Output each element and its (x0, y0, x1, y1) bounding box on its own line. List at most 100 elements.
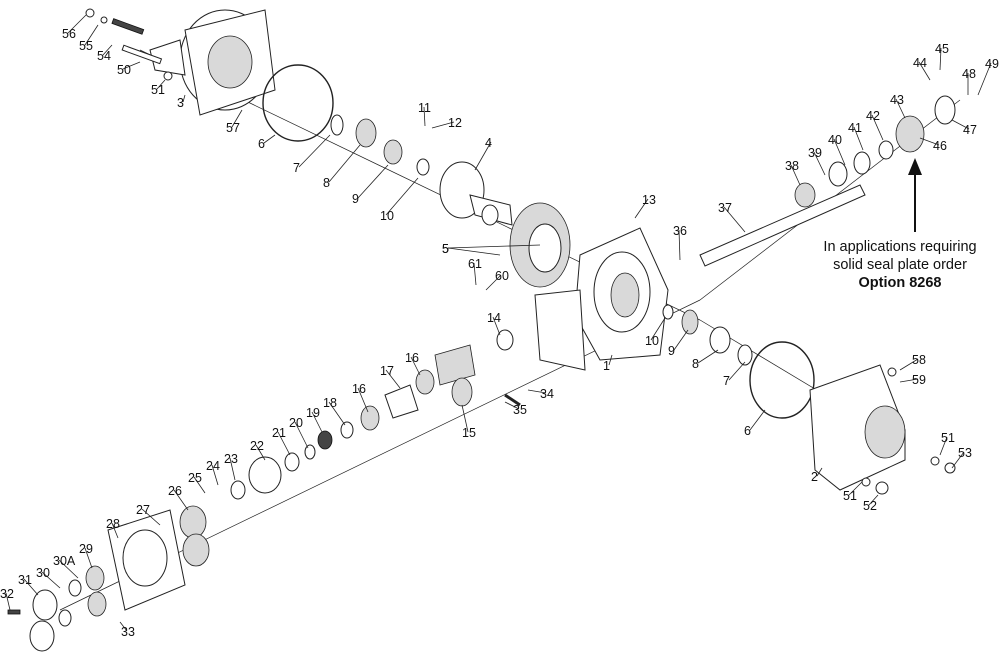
part-label-2: 2 (811, 470, 818, 484)
part-label-6b: 6 (744, 424, 751, 438)
part-label-46: 46 (933, 139, 947, 153)
part-label-57: 57 (226, 121, 240, 135)
part-label-10: 10 (380, 209, 394, 223)
part-label-11: 11 (418, 101, 431, 115)
leader-29 (84, 547, 93, 569)
part-label-58: 58 (912, 353, 926, 367)
leader-51c (939, 436, 948, 456)
leader-52 (868, 494, 879, 506)
part-label-8: 8 (323, 176, 330, 190)
leader-20 (294, 421, 309, 449)
leader-17 (385, 369, 401, 389)
part-label-21: 21 (272, 426, 286, 440)
leader-6 (263, 134, 276, 144)
leader-21 (277, 431, 291, 456)
part-label-12: 12 (448, 116, 462, 130)
leader-5b (447, 244, 541, 249)
leader-59 (899, 378, 919, 383)
leader-6b (749, 409, 766, 431)
note-line-1: In applications requiring (823, 239, 977, 255)
leader-12 (431, 121, 455, 129)
part-label-5b: 5 (442, 242, 449, 256)
note-line-3: Option 8268 (858, 275, 942, 291)
part-label-52: 52 (863, 499, 877, 513)
part-label-25: 25 (188, 471, 202, 485)
part-label-49: 49 (985, 57, 999, 71)
part-label-23: 23 (224, 452, 238, 466)
part-label-42: 42 (866, 109, 880, 123)
leader-28 (111, 522, 119, 539)
part-label-31: 31 (18, 573, 32, 587)
part-label-37: 37 (718, 201, 732, 215)
note-arrow (908, 158, 922, 232)
leader-25 (193, 476, 206, 494)
leader-18 (328, 401, 346, 426)
part-label-7b: 7 (723, 374, 730, 388)
part-label-16: 16 (405, 351, 419, 365)
part-label-30A: 30A (53, 554, 76, 568)
leader-22 (255, 444, 266, 461)
part-label-8b: 8 (692, 357, 699, 371)
leader-30 (41, 571, 61, 589)
part-label-27: 27 (136, 503, 150, 517)
leader-55 (84, 24, 99, 46)
leader-50 (122, 61, 141, 70)
part-label-10b: 10 (645, 334, 659, 348)
leader-46 (919, 137, 940, 146)
leader-7b (728, 361, 746, 381)
part-label-17: 17 (380, 364, 394, 378)
part-label-24: 24 (206, 459, 220, 473)
leader-35 (504, 401, 520, 410)
part-label-29: 29 (79, 542, 93, 556)
part-label-13: 13 (642, 193, 656, 207)
part-label-36: 36 (673, 224, 687, 238)
leader-8b (697, 349, 719, 364)
leader-10b (650, 317, 666, 341)
leader-51b (848, 481, 863, 496)
axle-housing-cover-right (809, 364, 956, 495)
part-number-labels: 1234567891011121314151617181920212223242… (0, 27, 999, 639)
part-label-61: 61 (468, 257, 482, 271)
leader-32 (5, 592, 11, 611)
axle-housing-cover-left (149, 9, 276, 116)
part-label-51: 51 (151, 83, 165, 97)
leader-lines (5, 14, 992, 632)
leader-1 (608, 354, 613, 366)
leader-9 (357, 164, 389, 199)
part-label-1: 1 (603, 359, 610, 373)
leader-58 (899, 358, 919, 371)
part-label-51b: 51 (843, 489, 857, 503)
lower-bearings (7, 565, 107, 652)
bearings-top (330, 114, 430, 176)
part-label-45: 45 (935, 42, 949, 56)
part-label-48: 48 (962, 67, 976, 81)
o-ring-top (262, 64, 334, 142)
leader-54 (102, 44, 113, 56)
carrier-housing (534, 227, 669, 371)
part-label-5: 5 (442, 242, 449, 256)
leader-24 (211, 464, 219, 486)
transfer-gears (107, 505, 210, 611)
part-label-50: 50 (117, 63, 131, 77)
part-label-38: 38 (785, 159, 799, 173)
leader-8 (328, 144, 361, 183)
part-label-59: 59 (912, 373, 926, 387)
leader-60 (485, 274, 502, 291)
pinion-shaft-parts (230, 329, 521, 500)
part-label-6: 6 (258, 137, 265, 151)
part-label-53: 53 (958, 446, 972, 460)
leader-9b (673, 329, 689, 351)
option-note: In applications requiring solid seal pla… (800, 238, 1000, 292)
leader-3 (182, 94, 186, 103)
part-label-26: 26 (168, 484, 182, 498)
part-label-54: 54 (97, 49, 111, 63)
part-label-51c: 51 (941, 431, 955, 445)
part-label-34: 34 (540, 387, 554, 401)
part-label-28: 28 (106, 517, 120, 531)
leader-2 (816, 467, 823, 477)
leader-16 (410, 356, 421, 376)
o-ring-right (749, 341, 815, 419)
part-label-41: 41 (848, 121, 862, 135)
part-label-44: 44 (913, 56, 927, 70)
